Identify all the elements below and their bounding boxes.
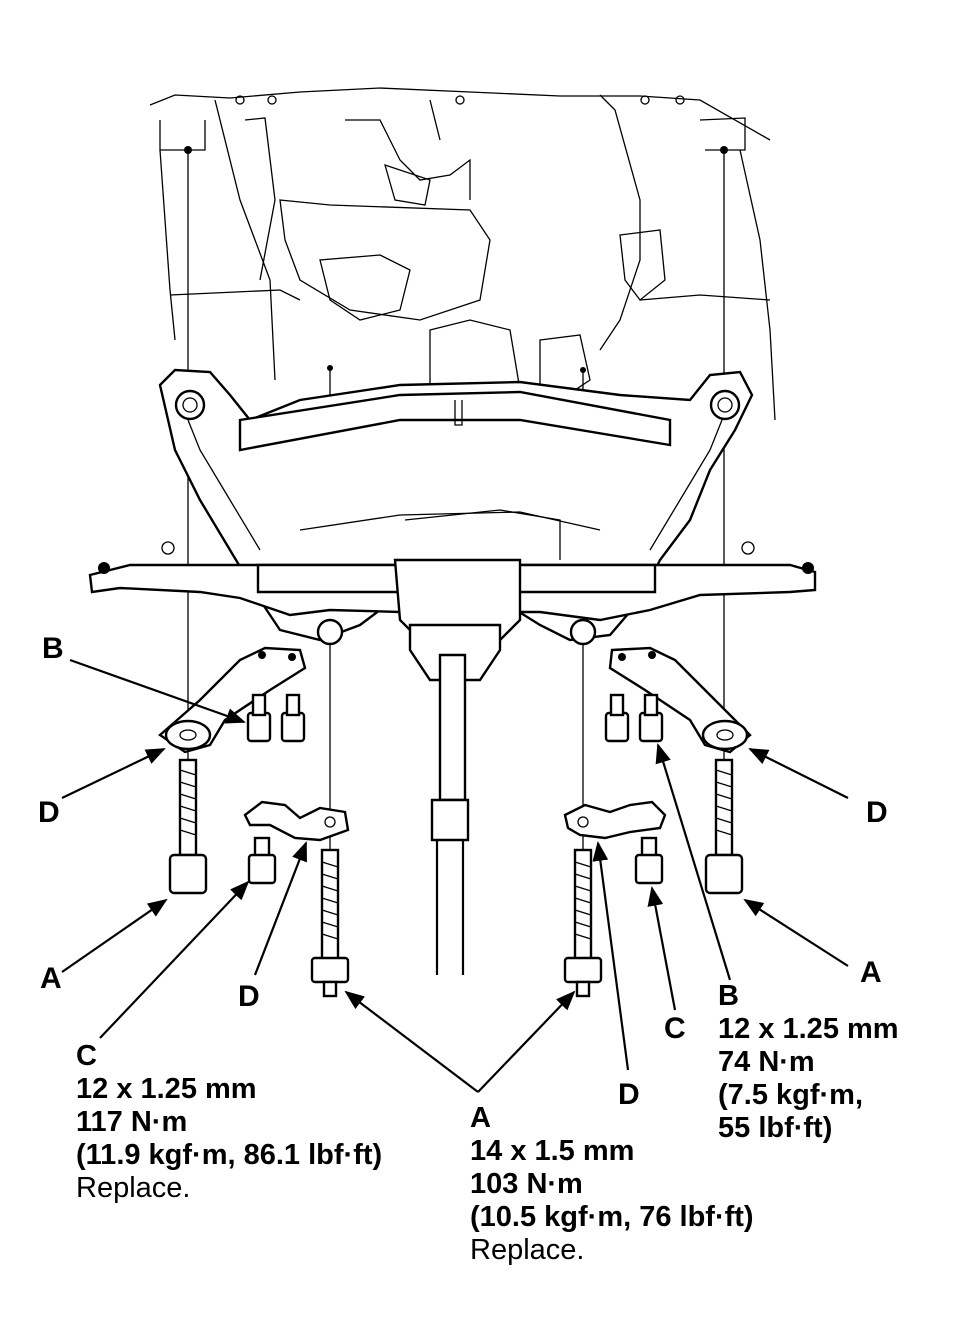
bolts-a-outer <box>168 758 744 895</box>
callout-c-right: C <box>664 1012 686 1045</box>
callout-a-right: A <box>860 956 882 989</box>
spec-b-letter: B <box>718 980 739 1012</box>
spec-c-alt: (11.9 kgf·m, 86.1 lbf·ft) <box>76 1139 383 1171</box>
steering-shaft <box>408 623 502 975</box>
callout-d-left: D <box>38 796 60 829</box>
spec-a-letter: A <box>470 1102 491 1134</box>
bolts-b <box>246 693 664 743</box>
bolts-c <box>247 836 664 885</box>
spec-a-size: 14 x 1.5 mm <box>470 1135 635 1167</box>
spec-c-note: Replace. <box>76 1172 191 1204</box>
left-stiffener-bracket <box>158 646 307 754</box>
spec-a-note: Replace. <box>470 1234 585 1266</box>
spec-a-torque: 103 N·m <box>470 1168 583 1200</box>
spec-c-torque: 117 N·m <box>76 1106 188 1138</box>
spec-c-size: 12 x 1.25 mm <box>76 1073 257 1105</box>
spec-a-alt: (10.5 kgf·m, 76 lbf·ft) <box>470 1201 754 1233</box>
callout-d-lower-left: D <box>238 980 260 1013</box>
spec-bolt-a: A 14 x 1.5 mm 103 N·m (10.5 kgf·m, 76 lb… <box>470 1102 754 1267</box>
bolts-a-inner <box>310 848 603 998</box>
spec-b-size: 12 x 1.25 mm <box>718 1013 899 1045</box>
subframe <box>88 368 817 646</box>
right-stiffener-bracket <box>608 646 752 754</box>
leader-arrows <box>61 658 849 1093</box>
spec-c-letter: C <box>76 1040 97 1072</box>
callout-d-lower-right: D <box>618 1078 640 1111</box>
spec-b-torque: 74 N·m <box>718 1046 815 1078</box>
lower-brackets <box>243 800 667 842</box>
callout-a-left: A <box>40 962 62 995</box>
spec-b-alt1: (7.5 kgf·m, <box>718 1079 864 1111</box>
spec-bolt-b: B 12 x 1.25 mm 74 N·m (7.5 kgf·m, 55 lbf… <box>718 980 899 1145</box>
callout-b-top: B <box>42 632 64 665</box>
spec-b-alt2: 55 lbf·ft) <box>718 1112 833 1144</box>
spec-bolt-c: C 12 x 1.25 mm 117 N·m (11.9 kgf·m, 86.1… <box>76 1040 382 1205</box>
body-underside <box>149 87 776 421</box>
callout-d-right: D <box>866 796 888 829</box>
